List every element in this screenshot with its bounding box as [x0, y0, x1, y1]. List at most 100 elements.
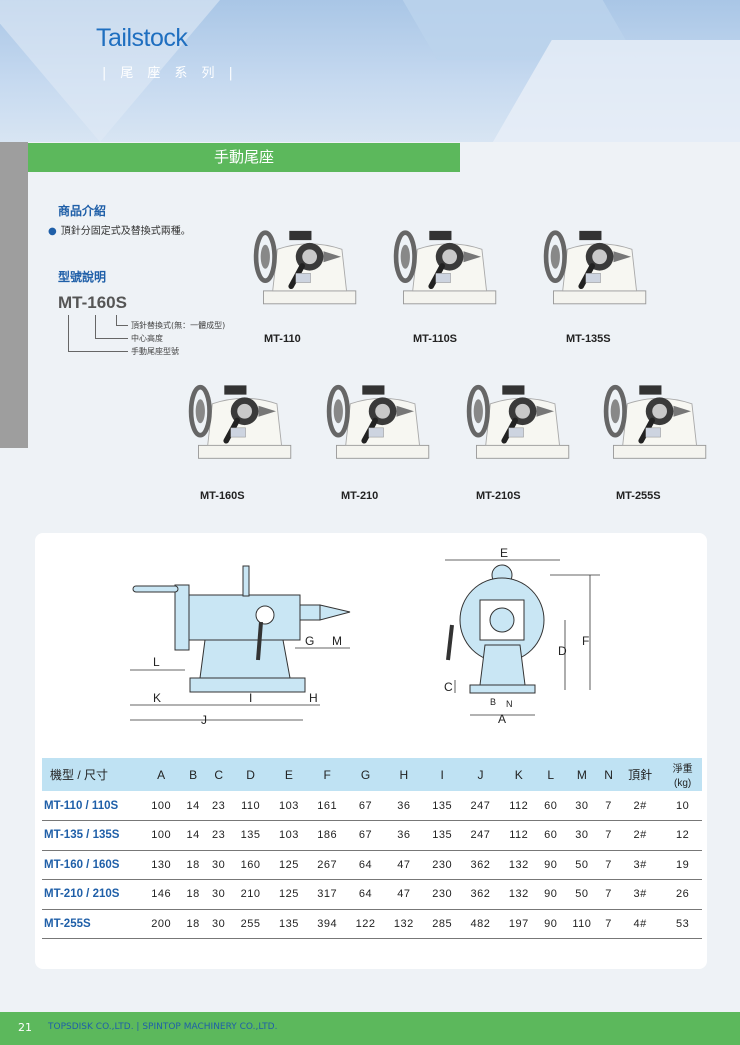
code-note: 中心高度: [131, 334, 163, 343]
table-cell: 2#: [616, 820, 664, 851]
product-label: MT-160S: [200, 490, 245, 502]
intro-heading: 商品介紹: [58, 204, 107, 218]
dim-label: B: [490, 697, 496, 707]
table-cell: 317: [308, 879, 347, 910]
column-header: H: [384, 758, 423, 791]
code-note: 頂針替換式(無：一體成型): [131, 321, 226, 330]
table-cell: 30: [563, 791, 601, 821]
table-cell: 132: [384, 909, 423, 939]
product-image-mt-135s: [535, 218, 655, 313]
table-cell: 64: [346, 850, 385, 880]
column-header: B: [180, 758, 206, 791]
column-header: F: [308, 758, 347, 791]
spec-table: 機型 / 尺寸 A B C D E F G H I J K L M N 頂針 淨…: [42, 758, 702, 939]
dim-label: J: [201, 713, 207, 727]
column-header: D: [231, 758, 270, 791]
column-header: 頂針: [616, 758, 664, 791]
product-image-mt-255s: [595, 370, 715, 470]
table-cell: 53: [663, 909, 702, 939]
column-header: J: [461, 758, 500, 791]
table-cell: 30: [563, 820, 601, 851]
dim-label: H: [309, 691, 318, 705]
table-cell: 18: [180, 850, 206, 880]
column-header-weight: 淨重(kg): [663, 758, 702, 791]
table-cell: 50: [563, 850, 601, 880]
column-header: C: [205, 758, 232, 791]
table-cell: 26: [663, 879, 702, 910]
table-cell: 67: [346, 791, 385, 821]
column-header: L: [537, 758, 564, 791]
table-cell: 7: [600, 879, 617, 910]
code-line: [68, 315, 128, 352]
column-header: M: [563, 758, 601, 791]
table-cell: 2#: [616, 791, 664, 821]
table-cell: 197: [499, 909, 538, 939]
model-name-cell: MT-210 / 210S: [42, 879, 142, 910]
side-accent-bar: [0, 142, 28, 448]
product-image-mt-210s: [458, 370, 578, 470]
table-cell: 3#: [616, 850, 664, 880]
table-cell: 132: [499, 879, 538, 910]
table-cell: 50: [563, 879, 601, 910]
section-title: 手動尾座: [28, 143, 460, 172]
code-line: [95, 315, 128, 339]
table-cell: 30: [205, 879, 232, 910]
dim-label: G: [305, 634, 314, 648]
dim-label: C: [444, 680, 453, 694]
table-cell: 14: [180, 820, 206, 851]
table-cell: 47: [384, 850, 423, 880]
table-cell: 161: [308, 791, 347, 821]
page-title: Tailstock: [96, 24, 188, 52]
dim-label: M: [332, 634, 342, 648]
table-cell: 30: [205, 909, 232, 939]
front-view-drawing: E F D C B N A: [444, 546, 600, 725]
table-cell: 60: [537, 791, 564, 821]
table-cell: 7: [600, 909, 617, 939]
model-name-cell: MT-160 / 160S: [42, 850, 142, 880]
table-cell: 247: [461, 820, 500, 851]
table-cell: 18: [180, 909, 206, 939]
product-label: MT-210S: [476, 490, 521, 502]
table-cell: 67: [346, 820, 385, 851]
product-image-mt-160s: [180, 370, 300, 470]
column-header: G: [346, 758, 385, 791]
footer: 21 TOPSDISK CO.,LTD. | SPINTOP MACHINERY…: [0, 1012, 740, 1045]
table-cell: 103: [269, 791, 309, 821]
code-note: 手動尾座型號: [131, 347, 179, 356]
column-header: E: [269, 758, 309, 791]
product-label: MT-255S: [616, 490, 661, 502]
model-name-cell: MT-110 / 110S: [42, 791, 142, 821]
table-cell: 90: [537, 879, 564, 910]
table-cell: 103: [269, 820, 309, 851]
table-cell: 146: [142, 879, 181, 910]
table-cell: 10: [663, 791, 702, 821]
column-header: 機型 / 尺寸: [42, 758, 142, 791]
table-cell: 247: [461, 791, 500, 821]
table-cell: 135: [231, 820, 270, 851]
company-names: TOPSDISK CO.,LTD. | SPINTOP MACHINERY CO…: [48, 1022, 278, 1032]
dim-label: F: [582, 634, 589, 648]
table-cell: 64: [346, 879, 385, 910]
dim-label: L: [153, 655, 160, 669]
page-number: 21: [18, 1021, 32, 1034]
intro-bullet: ●頂針分固定式及替換式兩種。: [48, 226, 191, 237]
table-cell: 3#: [616, 879, 664, 910]
table-cell: 135: [423, 791, 462, 821]
table-cell: 230: [423, 850, 462, 880]
header-banner: Tailstock |尾座系列|: [0, 0, 740, 142]
table-cell: 100: [142, 791, 181, 821]
table-cell: 160: [231, 850, 270, 880]
table-cell: 210: [231, 879, 270, 910]
dim-label: N: [506, 699, 513, 709]
table-cell: 135: [423, 820, 462, 851]
side-view-drawing: L K I H J G M: [130, 565, 351, 727]
dim-label: I: [249, 691, 252, 705]
table-cell: 90: [537, 909, 564, 939]
model-explain-heading: 型號說明: [58, 270, 107, 284]
table-cell: 362: [461, 850, 500, 880]
